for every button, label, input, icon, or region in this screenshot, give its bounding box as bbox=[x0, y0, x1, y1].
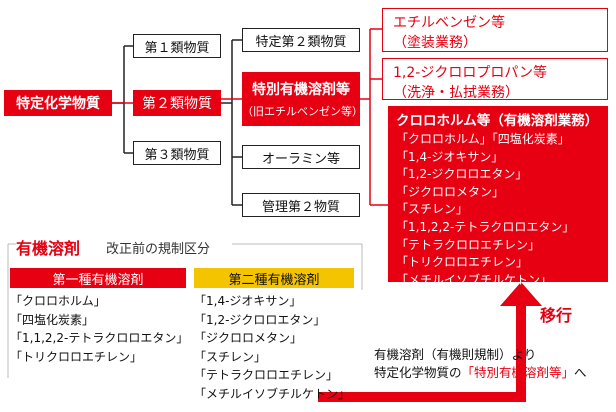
sub-label-tokutei2: 特定第２類物質 bbox=[255, 34, 347, 50]
type2-list-item: 「1,4-ジオキサン」 bbox=[194, 294, 302, 308]
ethylbenzene-line1: エチルベンゼン等 bbox=[393, 15, 505, 31]
type1-list-item: 「クロロホルム」 bbox=[10, 294, 106, 308]
chloroform-list-item: 「スチレン」 bbox=[396, 202, 469, 217]
type1-list-item: 「1,1,2,2-テトラクロロエタン」 bbox=[10, 331, 189, 345]
ethylbenzene-box: エチルベンゼン等 （塗装業務） bbox=[382, 8, 608, 52]
sub-title-tokubetsu: 特別有機溶剤等 bbox=[252, 82, 350, 98]
type2-list-item: 「スチレン」 bbox=[194, 349, 267, 364]
chloroform-list-item: 「ジクロロメタン」 bbox=[396, 184, 505, 199]
class-1-label: 第１類物質 bbox=[144, 40, 210, 56]
type1-list: 「クロロホルム」「四塩化炭素」「1,1,2,2-テトラクロロエタン」「トリクロロ… bbox=[10, 292, 188, 366]
chloroform-box: クロロホルム等（有機溶剤業務） 「クロロホルム」「四塩化炭素」「1,4-ジオキサ… bbox=[388, 106, 608, 287]
type2-list-item: 「テトラクロロエチレン」 bbox=[194, 368, 339, 382]
transition-line1: 有機溶剤（有機則規制）より bbox=[374, 347, 537, 362]
type2-header-label: 第二種有機溶剤 bbox=[228, 272, 320, 288]
type2-list-item: 「1,2-ジクロロエタン」 bbox=[194, 312, 326, 327]
sub-box-auramine: オーラミン等 bbox=[242, 145, 360, 169]
transition-line2-highlight: 「特別有機溶剤等」 bbox=[461, 365, 575, 380]
chloroform-list-item: 「メチルイソブチルケトン」 bbox=[396, 272, 553, 287]
ethylbenzene-line2: （塗装業務） bbox=[393, 35, 477, 51]
class-2-box: 第２類物質 bbox=[133, 90, 221, 116]
chloroform-list-item: 「1,1,2,2-テトラクロロエタン」 bbox=[396, 219, 575, 234]
sub-subtitle-tokubetsu: （旧エチルベンゼン等） bbox=[242, 105, 363, 118]
chloroform-list-item: 「1,2-ジクロロエタン」 bbox=[396, 167, 528, 182]
type1-header-label: 第一種有機溶剤 bbox=[52, 272, 144, 288]
sub-box-kanri2: 管理第２物質 bbox=[242, 193, 360, 217]
chloroform-title: クロロホルム等（有機溶剤業務） bbox=[396, 113, 599, 129]
type1-list-item: 「四塩化炭素」 bbox=[10, 312, 95, 327]
type1-header: 第一種有機溶剤 bbox=[10, 268, 186, 288]
root-label: 特定化学物質 bbox=[16, 96, 100, 112]
transition-label: 移行 bbox=[540, 306, 573, 325]
class-3-label: 第３類物質 bbox=[144, 147, 210, 163]
type2-list: 「1,4-ジオキサン」「1,2-ジクロロエタン」「ジクロロメタン」「スチレン」「… bbox=[194, 292, 350, 403]
class-2-label: 第２類物質 bbox=[142, 96, 212, 112]
class-3-box: 第３類物質 bbox=[133, 141, 221, 165]
transition-line2: 特定化学物質の「特別有機溶剤等」へ bbox=[374, 362, 587, 381]
dichloropropane-box: 1,2-ジクロロプロパン等 （洗浄・払拭業務） bbox=[382, 58, 608, 101]
root-node: 特定化学物質 bbox=[4, 90, 112, 116]
chloroform-list: 「クロロホルム」「四塩化炭素」「1,4-ジオキサン」「1,2-ジクロロエタン」「… bbox=[396, 131, 608, 289]
type2-header: 第二種有機溶剤 bbox=[194, 268, 354, 288]
dichloropropane-line1: 1,2-ジクロロプロパン等 bbox=[393, 65, 548, 81]
type2-list-item: 「ジクロロメタン」 bbox=[194, 331, 303, 345]
sub-label-kanri2: 管理第２物質 bbox=[261, 199, 340, 215]
chloroform-list-item: 「テトラクロロエチレン」 bbox=[396, 237, 541, 252]
type2-list-item: 「メチルイソブチルケトン」 bbox=[194, 386, 351, 401]
type1-list-item: 「トリクロロエチレン」 bbox=[10, 349, 143, 364]
chloroform-list-item: 「1,4-ジオキサン」 bbox=[396, 149, 504, 164]
sub-box-tokubetsu: 特別有機溶剤等 （旧エチルベンゼン等） bbox=[242, 72, 363, 126]
sub-label-auramine: オーラミン等 bbox=[261, 151, 340, 167]
organic-subtitle: 改正前の規制区分 bbox=[106, 242, 211, 257]
transition-line2-pre: 特定化学物質の bbox=[374, 365, 462, 380]
sub-box-tokutei2: 特定第２類物質 bbox=[242, 28, 360, 52]
chloroform-list-item: 「クロロホルム」「四塩化炭素」 bbox=[396, 132, 570, 146]
class-1-box: 第１類物質 bbox=[133, 34, 221, 58]
dichloropropane-line2: （洗浄・払拭業務） bbox=[393, 85, 519, 101]
organic-title: 有機溶剤 bbox=[16, 239, 81, 258]
transition-line2-post: へ bbox=[574, 365, 587, 380]
chloroform-list-item: 「トリクロロエチレン」 bbox=[396, 255, 529, 270]
